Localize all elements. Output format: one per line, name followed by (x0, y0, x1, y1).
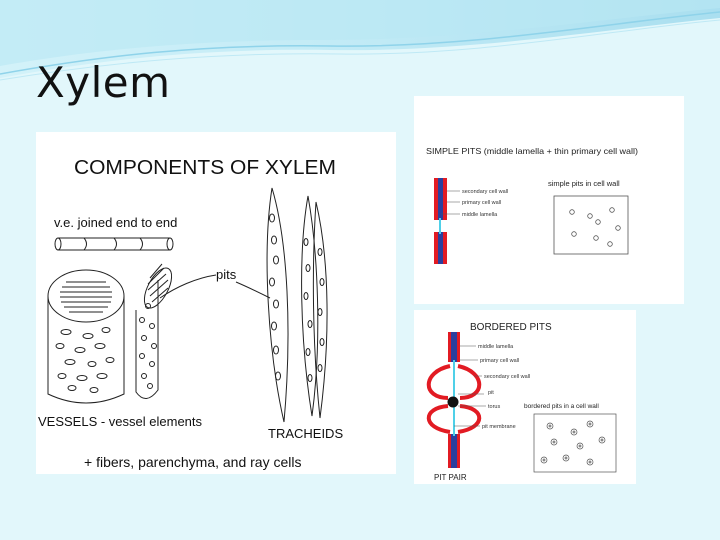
bordered-pit-pair-diagram (429, 332, 486, 468)
simple-pits-box (554, 196, 628, 254)
simple-pit-wall-diagram (434, 178, 460, 264)
bordered-label-pit: pit (488, 390, 494, 396)
bordered-label-primary: primary cell wall (480, 358, 519, 364)
pits-label: pits (216, 267, 237, 282)
joined-vessel-elements (55, 238, 173, 250)
simple-pits-heading: SIMPLE PITS (middle lamella + thin prima… (426, 146, 638, 156)
tracheids (267, 188, 327, 422)
simple-label-middle: middle lamella (462, 212, 498, 218)
bordered-pits-heading: BORDERED PITS (470, 322, 552, 333)
vessel-element-large (48, 270, 124, 403)
simple-label-primary: primary cell wall (462, 200, 501, 206)
simple-box-label: simple pits in cell wall (548, 179, 620, 188)
footer-note: + fibers, parenchyma, and ray cells (84, 454, 302, 470)
bordered-pits-figure: BORDERED PITS middle lamella primary cel… (414, 310, 636, 484)
xylem-components-figure: COMPONENTS OF XYLEM v.e. joined end to e… (36, 132, 396, 474)
bordered-pits-box (534, 414, 616, 472)
slide-title: Xylem (36, 58, 171, 107)
bordered-label-membrane: pit membrane (482, 424, 516, 430)
bordered-label-secondary: secondary cell wall (484, 374, 530, 380)
pits-pointer-line (160, 275, 270, 298)
bordered-label-middle: middle lamella (478, 344, 514, 350)
components-heading: COMPONENTS OF XYLEM (74, 157, 336, 179)
vessels-label: VESSELS - vessel elements (38, 414, 203, 429)
bordered-label-torus: torus (488, 404, 500, 410)
simple-label-secondary: secondary cell wall (462, 189, 508, 195)
bordered-box-label: bordered pits in a cell wall (524, 403, 599, 410)
pit-pair-label: PIT PAIR (434, 473, 467, 482)
ve-label: v.e. joined end to end (54, 215, 177, 230)
vessel-element-slanted (136, 264, 177, 399)
simple-pits-figure: SIMPLE PITS (middle lamella + thin prima… (414, 96, 684, 304)
tracheids-label: TRACHEIDS (268, 426, 343, 441)
